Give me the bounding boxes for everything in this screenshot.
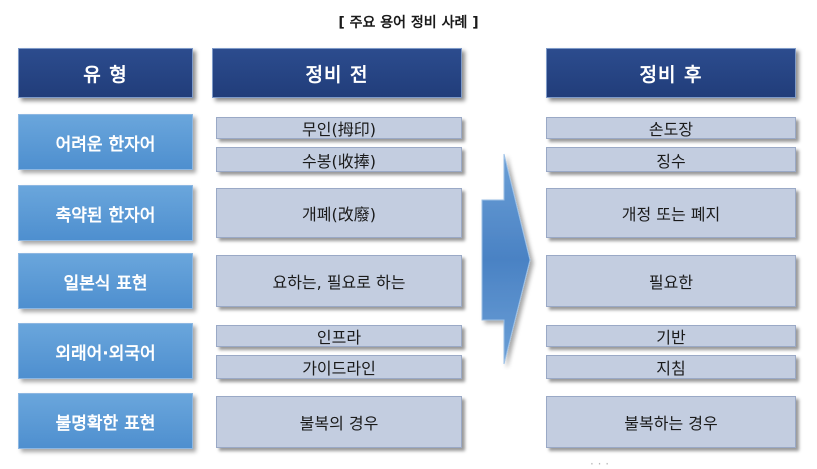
header-after: 정비 후: [546, 48, 796, 98]
header-before: 정비 전: [212, 48, 462, 98]
category-row-4: 외래어·외국어: [18, 323, 193, 379]
after-row-4-b: 지침: [546, 355, 796, 379]
faint-footer-text: · · ·: [590, 457, 610, 469]
before-row-4-a: 인프라: [216, 325, 462, 347]
right-arrow-icon: [481, 153, 531, 365]
before-row-1-b: 수봉(收捧): [216, 147, 462, 172]
before-row-3: 요하는, 필요로 하는: [216, 255, 462, 307]
after-row-1-a: 손도장: [546, 117, 796, 139]
after-row-5: 불복하는 경우: [546, 396, 796, 448]
category-row-3: 일본식 표현: [18, 253, 193, 309]
figure-title: [ 주요 용어 정비 사례 ]: [338, 15, 479, 31]
category-row-2: 축약된 한자어: [18, 185, 193, 241]
before-row-1-a: 무인(拇印): [216, 117, 462, 139]
after-row-4-a: 기반: [546, 325, 796, 347]
category-row-5: 불명확한 표현: [18, 393, 193, 449]
after-row-3: 필요한: [546, 255, 796, 307]
before-row-4-b: 가이드라인: [216, 355, 462, 379]
category-row-1: 어려운 한자어: [18, 114, 193, 170]
before-row-5: 불복의 경우: [216, 396, 462, 448]
after-row-2: 개정 또는 폐지: [546, 188, 796, 238]
before-row-2: 개폐(改廢): [216, 188, 462, 238]
header-type: 유 형: [18, 48, 193, 98]
after-row-1-b: 징수: [546, 147, 796, 172]
